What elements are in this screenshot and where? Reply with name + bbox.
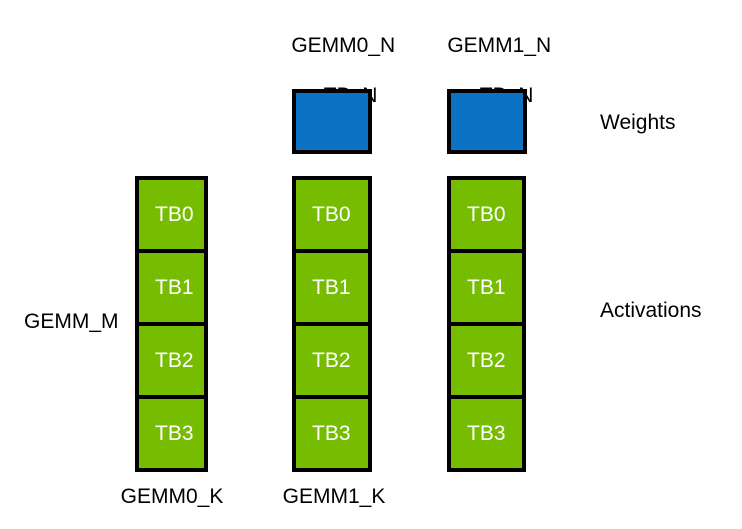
activations-row-label: Activations: [600, 299, 702, 322]
thread-block-cell: TB0: [135, 176, 208, 253]
weights-row-label: Weights: [600, 111, 676, 134]
thread-block-label: TB3: [312, 422, 351, 445]
gemm0-k-label: GEMM0_K: [120, 485, 224, 508]
activations-column-0: TB0 TB1 TB2 TB3: [135, 176, 208, 472]
thread-block-label: TB2: [467, 349, 506, 372]
thread-block-label: TB2: [155, 349, 194, 372]
thread-block-cell: TB3: [447, 397, 526, 472]
thread-block-label: TB3: [155, 422, 194, 445]
thread-block-label: TB0: [312, 203, 351, 226]
thread-block-label: TB0: [155, 203, 194, 226]
activations-column-1: TB0 TB1 TB2 TB3: [292, 176, 372, 472]
thread-block-cell: TB3: [292, 397, 372, 472]
gemm0-weights-block: [292, 89, 372, 154]
thread-block-cell: TB1: [292, 251, 372, 326]
gemm1-weights-block: [447, 89, 527, 154]
thread-block-cell: TB2: [447, 324, 526, 399]
thread-block-label: TB1: [155, 276, 194, 299]
thread-block-cell: TB3: [135, 397, 208, 472]
thread-block-cell: TB1: [135, 251, 208, 326]
gemm1-n-label-line1: GEMM1_N: [447, 34, 552, 57]
thread-block-label: TB0: [467, 203, 506, 226]
thread-block-label: TB1: [312, 276, 351, 299]
thread-block-label: TB3: [467, 422, 506, 445]
gemm-m-label: GEMM_M: [24, 310, 119, 333]
thread-block-cell: TB0: [447, 176, 526, 253]
thread-block-label: TB1: [467, 276, 506, 299]
gemm0-n-label-line1: GEMM0_N: [291, 34, 396, 57]
thread-block-cell: TB1: [447, 251, 526, 326]
thread-block-label: TB2: [312, 349, 351, 372]
thread-block-cell: TB2: [292, 324, 372, 399]
thread-block-cell: TB2: [135, 324, 208, 399]
gemm1-k-label: GEMM1_K: [282, 485, 386, 508]
thread-block-cell: TB0: [292, 176, 372, 253]
activations-column-2: TB0 TB1 TB2 TB3: [447, 176, 526, 472]
